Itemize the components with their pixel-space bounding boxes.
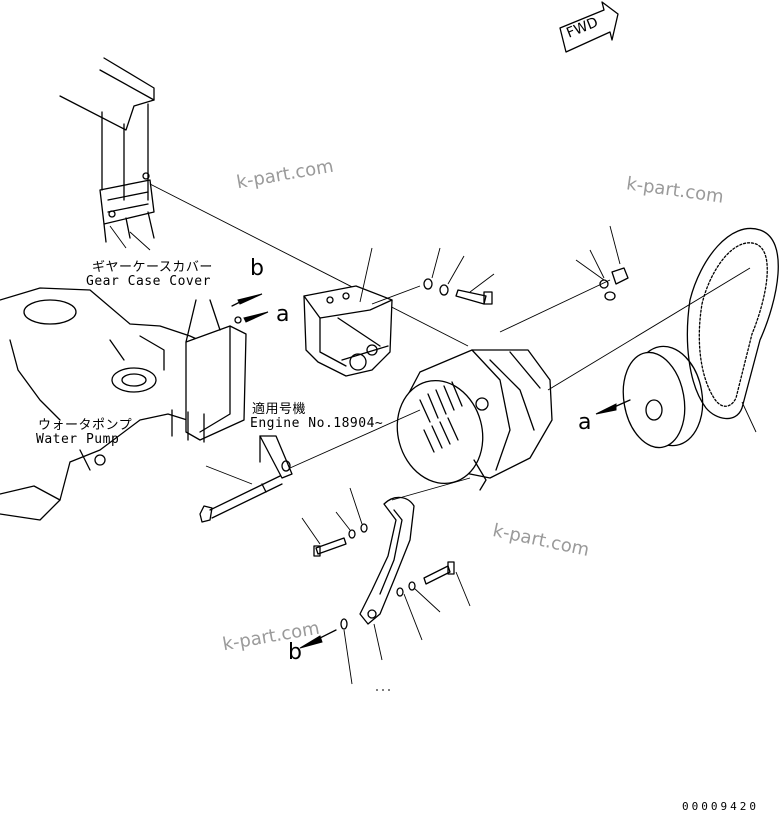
engine-no-shim: [259, 435, 293, 479]
callout-a-pulley: a: [578, 410, 592, 435]
center-line-3: [547, 267, 751, 391]
gear-case-cover-label-en: Gear Case Cover: [86, 274, 211, 289]
arrow-a-upper: [243, 311, 269, 323]
v-belt: [686, 227, 779, 433]
center-line-5: [289, 409, 421, 469]
gear-case-cover: [171, 299, 247, 443]
leader: [129, 231, 151, 251]
alternator: [396, 349, 553, 491]
fwd-arrow-icon: [559, 1, 619, 53]
water-pump-label-en: Water Pump: [36, 432, 120, 447]
callout-b-upper: b: [250, 256, 264, 281]
applicable-label-jp: 適用号機: [252, 402, 307, 417]
washers-top: [423, 247, 495, 305]
engine-no-label: Engine No.18904~: [250, 416, 384, 431]
adjusting-arm: [359, 477, 471, 661]
arm-bolt-right: [396, 561, 471, 641]
center-line-4: [499, 279, 611, 333]
center-line-2: [371, 285, 421, 305]
arm-bolt-left: [301, 487, 368, 557]
pulley: [622, 345, 704, 449]
arrow-a-pulley: [595, 399, 631, 415]
callout-a-upper: a: [276, 302, 290, 327]
arrow-b-lower: [299, 618, 353, 685]
leader: [109, 225, 127, 249]
alternator-bracket: [303, 247, 393, 377]
drawing-number: 00009420: [682, 800, 759, 813]
long-bolt: [199, 465, 283, 523]
water-pump: [0, 287, 217, 521]
callout-b-lower: b: [288, 640, 302, 665]
gear-case-housing: [59, 57, 155, 243]
gear-case-cover-label-jp: ギヤーケースカバー: [92, 260, 213, 275]
arrow-b-upper: [231, 293, 263, 307]
water-pump-label-jp: ウォータポンプ: [38, 418, 133, 433]
alternator-vent-slots: [419, 381, 463, 453]
nut-washers-right: [575, 225, 629, 301]
center-line-1: [149, 183, 469, 347]
